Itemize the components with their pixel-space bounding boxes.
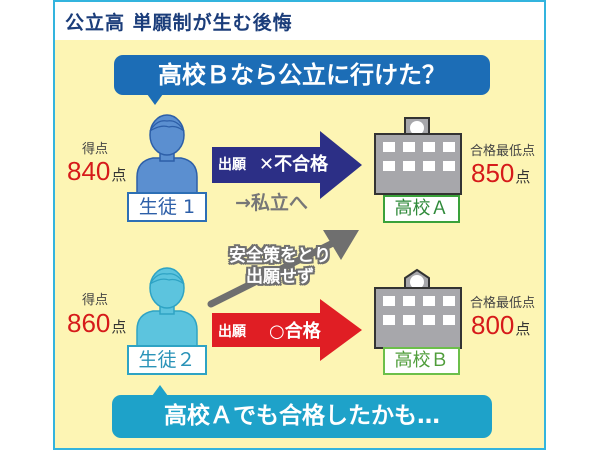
cross-icon: ✕ [259,154,275,175]
student2-score-unit: 点 [111,319,127,336]
student2-score-label: 得点 [82,293,109,308]
page-title: 公立高 単願制が生む後悔 [65,12,293,34]
student1-apply-label: 出願 [218,157,246,173]
speech-bubble-text: 高校Ｂなら公立に行けた？ [158,61,446,89]
student2-score-value: 860 [67,308,111,338]
school-a-min-label: 合格最低点 [470,144,536,159]
speech-bubble-tail [152,385,168,396]
student2-result-text: 合格 [284,321,321,342]
student1-result: ✕不合格 [259,150,328,176]
school-b-min-score: 800点 [471,310,530,341]
school-a-min-score: 850点 [471,158,530,189]
school-a-building-icon [374,117,462,195]
student1-name-label: 生徒 1 [127,192,207,222]
circle-icon: ○ [269,321,285,342]
student2-pass-arrow [212,299,362,361]
student1-fail-arrow [212,131,362,199]
school-a-min-score-unit: 点 [515,169,531,186]
school-a-min-score-value: 850 [471,158,515,188]
student1-private-note: →私立へ [235,192,308,214]
school-a-name-label: 高校Ａ [383,195,460,223]
speech-bubble-text: 高校Ａでも合格したかも… [164,403,440,429]
school-b-name-label: 高校Ｂ [383,347,460,375]
infographic-frame: 公立高 単願制が生む後悔 高校Ｂなら公立に行けた？ 得点 840点 生徒 1 出… [53,0,546,450]
safety-line-2: 出願せず [246,267,314,287]
student1-score-value: 840 [67,156,111,186]
school-b-min-score-value: 800 [471,310,515,340]
safety-line-1: 安全策をとり [229,246,331,266]
school-b-building-icon [374,268,462,349]
speech-bubble-student1: 高校Ｂなら公立に行けた？ [114,55,490,105]
student1-score-label: 得点 [82,142,109,157]
student1-result-text: 不合格 [274,154,329,175]
student2-name-label: 生徒２ [127,345,207,375]
student2-score: 860点 [67,308,126,339]
school-b-min-label: 合格最低点 [470,296,536,311]
speech-bubble-student2: 高校Ａでも合格したかも… [112,385,492,438]
student2-person-icon [136,267,198,350]
title-bar: 公立高 単願制が生む後悔 [55,2,544,40]
speech-bubble-tail [147,94,163,105]
student2-result: ○合格 [269,317,321,343]
safety-choice-arrow [207,230,359,308]
diagram-body: 高校Ｂなら公立に行けた？ 得点 840点 生徒 1 出願 ✕不合格 →私立へ [55,40,544,448]
school-b-min-score-unit: 点 [515,321,531,338]
safety-choice-text: 安全策をとり 出願せず [215,246,345,288]
student2-apply-label: 出願 [218,324,246,340]
student1-score: 840点 [67,156,126,187]
student1-score-unit: 点 [111,167,127,184]
student1-person-icon [136,114,198,197]
